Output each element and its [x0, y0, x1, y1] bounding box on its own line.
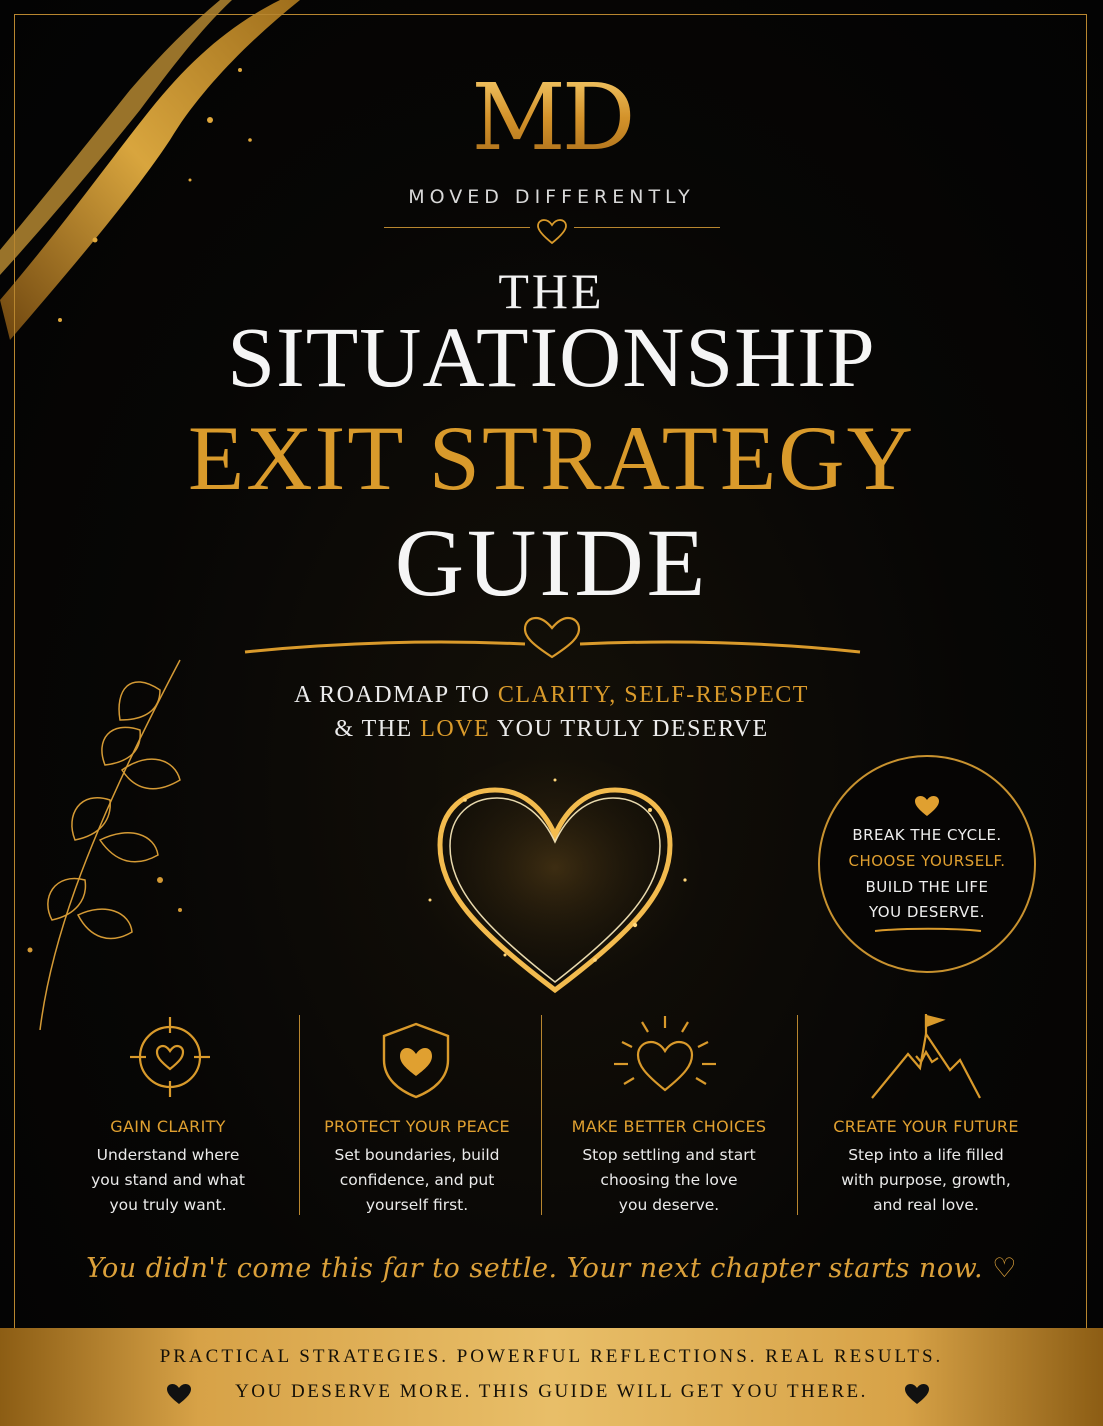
banner-heart-right-icon [905, 1384, 929, 1404]
feature-desc-line: you deserve. [618, 1196, 720, 1214]
feature-title: CREATE YOUR FUTURE [833, 1117, 1019, 1136]
subtitle-text: A ROADMAP TO [294, 682, 498, 708]
feature-divider [541, 1015, 542, 1215]
subtitle-line-2: & THE LOVE YOU TRULY DESERVE [0, 716, 1103, 743]
feature-desc-line: Stop settling and start [582, 1146, 756, 1164]
title-line-exit-strategy: EXIT STRATEGY [187, 407, 916, 509]
feature-desc-line: Set boundaries, build [334, 1146, 500, 1164]
subtitle-highlight: LOVE [420, 716, 491, 742]
feature-desc-line: Step into a life filled [848, 1146, 1004, 1164]
target-heart-icon [130, 1017, 210, 1097]
title-line-the: THE [498, 263, 605, 319]
mountain-flag-icon [871, 1014, 981, 1099]
subtitle-line-1: A ROADMAP TO CLARITY, SELF-RESPECT [0, 682, 1103, 709]
subtitle-highlight: CLARITY, SELF-RESPECT [497, 682, 809, 708]
badge-line-3: BUILD THE LIFE [865, 878, 989, 896]
feature-description: Set boundaries, build confidence, and pu… [292, 1143, 542, 1218]
subtitle-text: & THE [334, 716, 421, 742]
subtitle-text: YOU TRULY DESERVE [490, 716, 769, 742]
title-underline-flourish [244, 616, 861, 659]
brand-logo: MD [0, 72, 1103, 164]
feature-title: MAKE BETTER CHOICES [571, 1117, 767, 1136]
banner-line-1: PRACTICAL STRATEGIES. POWERFUL REFLECTIO… [159, 1346, 944, 1367]
feature-divider [797, 1015, 798, 1215]
gold-banner [0, 1328, 1103, 1426]
feature-title: PROTECT YOUR PEACE [324, 1117, 510, 1136]
feature-description: Understand where you stand and what you … [43, 1143, 293, 1218]
banner-heart-left-icon [167, 1384, 191, 1404]
banner-line-2: YOU DESERVE MORE. THIS GUIDE WILL GET YO… [235, 1381, 868, 1402]
gold-brush-stroke [0, 0, 300, 340]
badge-underline [874, 927, 982, 932]
badge-line-1: BREAK THE CYCLE. [852, 826, 1002, 844]
motto-badge [818, 755, 1036, 973]
small-heart-icon [537, 219, 567, 245]
glowing-heart-illustration [405, 760, 705, 1005]
feature-desc-line: you truly want. [109, 1196, 227, 1214]
feature-desc-line: and real love. [873, 1196, 979, 1214]
badge-heart-icon [915, 796, 939, 816]
radiant-heart-icon [614, 1016, 716, 1092]
feature-desc-line: Understand where [96, 1146, 240, 1164]
shield-heart-icon [382, 1022, 450, 1099]
feature-desc-line: yourself first. [365, 1196, 469, 1214]
title-line-situationship: SITUATIONSHIP [227, 309, 876, 405]
feature-desc-line: confidence, and put [339, 1171, 495, 1189]
title-line-guide: GUIDE [394, 509, 709, 616]
feature-desc-line: you stand and what [91, 1171, 245, 1189]
feature-description: Stop settling and start choosing the lov… [544, 1143, 794, 1218]
brand-name: MOVED DIFFERENTLY [408, 186, 695, 208]
feature-desc-line: with purpose, growth, [841, 1171, 1011, 1189]
badge-line-2: CHOOSE YOURSELF. [848, 852, 1006, 870]
feature-desc-line: choosing the love [600, 1171, 738, 1189]
tagline: You didn't come this far to settle. Your… [86, 1253, 1017, 1284]
brand-divider-left [384, 227, 530, 228]
feature-description: Step into a life filled with purpose, gr… [801, 1143, 1051, 1218]
gold-leaves-illustration [27, 659, 182, 1030]
feature-divider [299, 1015, 300, 1215]
feature-title: GAIN CLARITY [110, 1117, 226, 1136]
badge-line-4: YOU DESERVE. [868, 903, 986, 921]
brand-divider-right [574, 227, 720, 228]
